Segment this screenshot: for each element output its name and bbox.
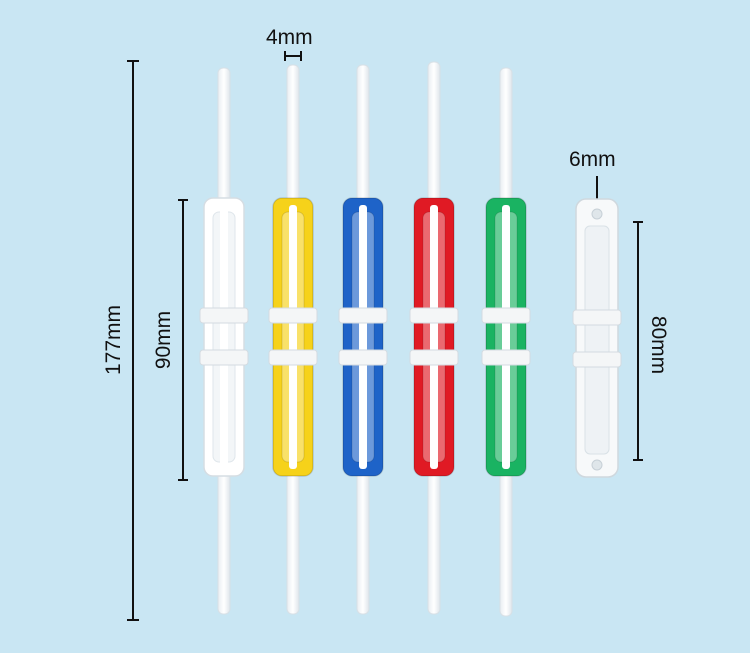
pin-through-frame bbox=[289, 205, 297, 469]
label-4mm: 4mm bbox=[266, 26, 313, 49]
locking-band bbox=[481, 349, 531, 366]
locking-band bbox=[409, 307, 459, 324]
fastener-2 bbox=[268, 64, 318, 615]
dimension-90mm-line bbox=[178, 199, 188, 481]
locking-band bbox=[268, 349, 318, 366]
fastener-3 bbox=[338, 64, 388, 615]
pin-through-frame bbox=[430, 205, 438, 469]
pin-through-frame bbox=[359, 205, 367, 469]
locking-band bbox=[338, 307, 388, 324]
label-6mm: 6mm bbox=[569, 148, 616, 171]
dimension-80mm-line bbox=[633, 221, 643, 461]
locking-band bbox=[409, 349, 459, 366]
fastener-5 bbox=[481, 67, 531, 617]
label-177mm: 177mm bbox=[102, 304, 125, 376]
locking-band bbox=[572, 309, 622, 326]
single-frame bbox=[572, 198, 622, 478]
fastener-1 bbox=[199, 67, 249, 615]
single-frame-slot bbox=[584, 225, 610, 455]
label-90mm: 90mm bbox=[152, 310, 175, 370]
locking-band bbox=[572, 351, 622, 368]
pin-through-frame bbox=[220, 205, 228, 469]
locking-band bbox=[199, 349, 249, 366]
dimension-4mm-line bbox=[284, 51, 302, 61]
fastener-4 bbox=[409, 61, 459, 615]
label-80mm: 80mm bbox=[647, 315, 670, 375]
pin-through-frame bbox=[502, 205, 510, 469]
dimension-177mm-line bbox=[127, 60, 139, 621]
locking-band bbox=[481, 307, 531, 324]
locking-band bbox=[338, 349, 388, 366]
single-frame-hole-top bbox=[591, 208, 603, 220]
locking-band bbox=[199, 307, 249, 324]
single-frame-hole-bottom bbox=[591, 459, 603, 471]
locking-band bbox=[268, 307, 318, 324]
